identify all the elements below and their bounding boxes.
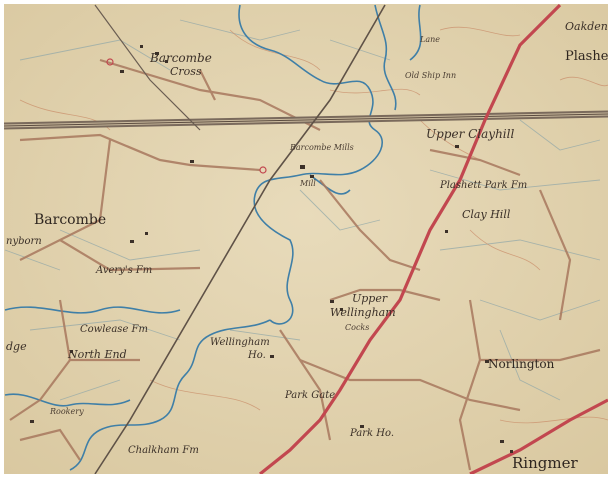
label-wellingham-ho-2: Ho. bbox=[247, 350, 266, 361]
map-border-bottom bbox=[0, 474, 610, 477]
label-nyborn: nyborn bbox=[6, 236, 42, 247]
label-clay-hill: Clay Hill bbox=[462, 208, 511, 221]
map-border-left bbox=[0, 0, 4, 477]
map-border-top bbox=[0, 0, 610, 4]
label-wellingham-ho: Wellingham bbox=[210, 337, 270, 348]
label-rookery: Rookery bbox=[49, 407, 84, 416]
railway-line bbox=[3, 110, 609, 130]
label-cocks: Cocks bbox=[345, 323, 369, 332]
label-oakden: Oakden bbox=[565, 20, 608, 33]
label-barcombe-cross-2: Cross bbox=[170, 65, 202, 78]
label-plashett-park: Plashett Park Fm bbox=[439, 180, 527, 191]
label-plashe: Plashe bbox=[565, 49, 609, 64]
settlement-marks bbox=[30, 45, 513, 453]
label-norlington: Norlington bbox=[488, 357, 555, 371]
label-park-ho: Park Ho. bbox=[349, 428, 394, 439]
map-border-right bbox=[608, 0, 610, 477]
label-chalkham-fm: Chalkham Fm bbox=[128, 445, 199, 456]
river-ouse bbox=[4, 4, 422, 471]
label-old-ship-inn: Old Ship Inn bbox=[405, 71, 456, 80]
label-barcombe-cross: Barcombe bbox=[149, 51, 212, 65]
label-park-gate: Park Gate bbox=[284, 390, 335, 401]
label-upper-wellingham: Upper bbox=[352, 292, 388, 305]
diagonal-railway bbox=[94, 4, 386, 475]
label-lane: Lane bbox=[419, 35, 440, 44]
main-road-a26 bbox=[259, 3, 609, 476]
label-dge: dge bbox=[6, 340, 27, 353]
field-boundaries bbox=[4, 19, 601, 401]
label-barcombe-mills: Barcombe Mills bbox=[289, 143, 354, 152]
label-north-end: North End bbox=[67, 348, 127, 361]
label-mill: Mill bbox=[299, 179, 316, 188]
red-markers bbox=[106, 58, 267, 174]
label-barcombe: Barcombe bbox=[34, 212, 106, 228]
map-paper bbox=[4, 4, 608, 474]
label-averys-fm: Avery's Fm bbox=[95, 265, 152, 276]
label-cowlease-fm: Cowlease Fm bbox=[80, 324, 148, 335]
label-upper-clayhill: Upper Clayhill bbox=[426, 127, 514, 141]
label-upper-wellingham-2: Wellingham bbox=[330, 306, 396, 319]
map-labels: Barcombe Cross Barcombe Upper Clayhill P… bbox=[6, 20, 609, 472]
label-ringmer: Ringmer bbox=[512, 454, 578, 472]
